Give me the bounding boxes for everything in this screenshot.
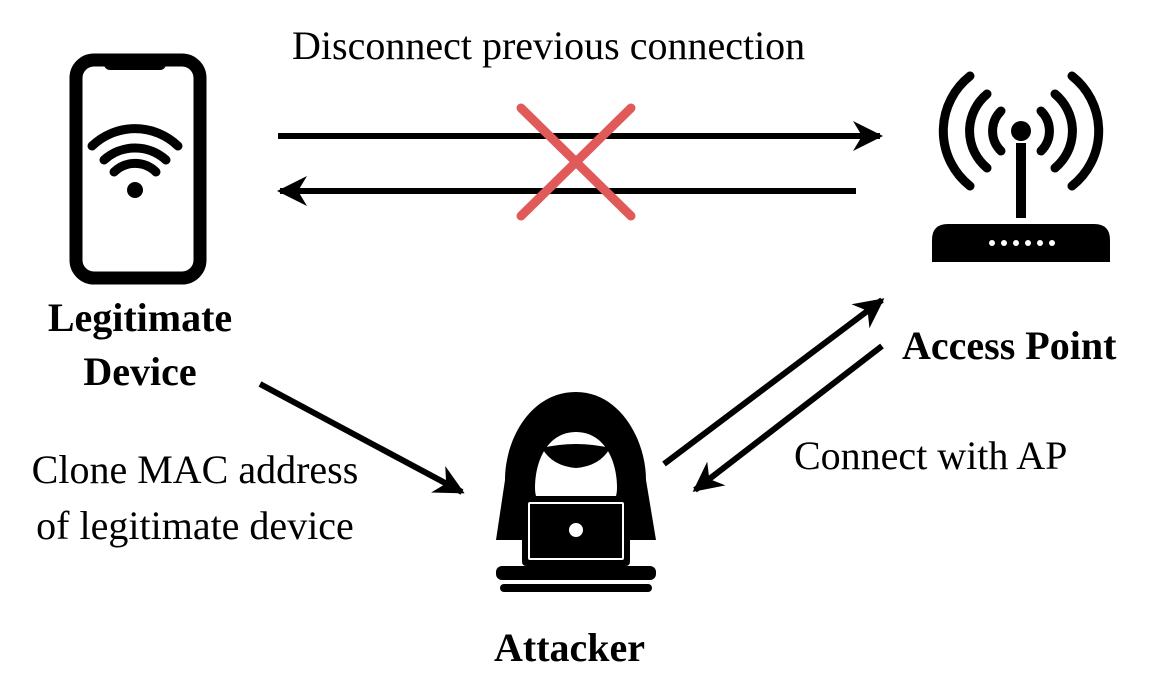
wifi-router-icon <box>932 71 1110 262</box>
clone-arrow <box>258 381 465 495</box>
disconnect-label: Disconnect previous connection <box>292 23 806 68</box>
connect-label: Connect with AP <box>794 433 1068 478</box>
access-point-label: Access Point <box>902 323 1117 368</box>
connect-arrow-from-ap <box>692 343 884 493</box>
smartphone-wifi-icon <box>69 53 207 285</box>
hooded-hacker-laptop-icon <box>496 392 656 592</box>
clone-label-line1: Clone MAC address <box>31 447 359 492</box>
attacker-label: Attacker <box>494 625 646 670</box>
x-cross-icon <box>516 103 636 221</box>
legitimate-device-label-line2: Device <box>83 349 197 394</box>
clone-label-line2: of legitimate device <box>36 503 354 548</box>
legitimate-device-label: Legitimate Device <box>24 298 256 392</box>
clone-label: Clone MAC address of legitimate device <box>10 442 380 554</box>
connect-arrow-to-ap <box>662 297 885 467</box>
legitimate-device-label-line1: Legitimate <box>47 295 233 340</box>
